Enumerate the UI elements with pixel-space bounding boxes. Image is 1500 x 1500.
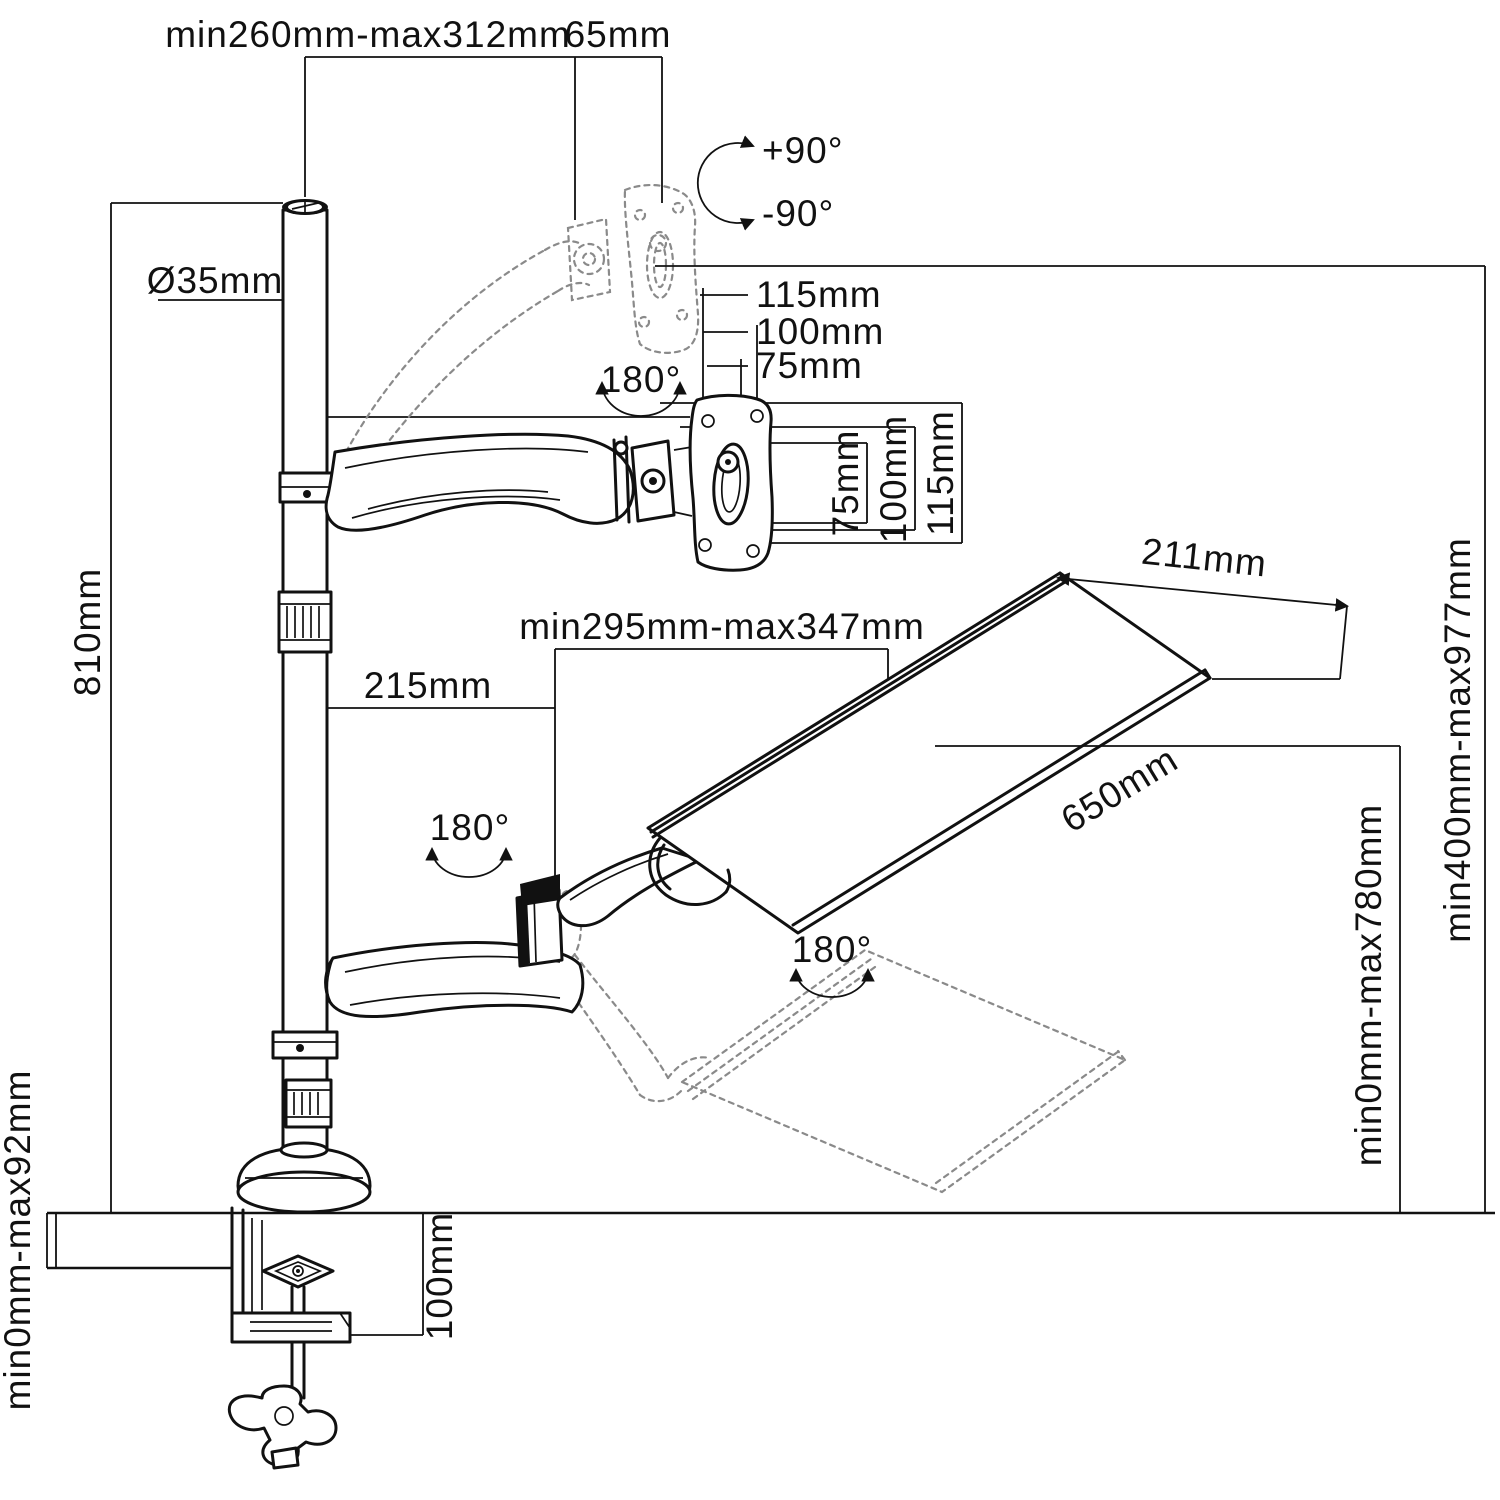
label-arm-length: 215mm <box>364 665 492 706</box>
label-vesa-h-100: 100mm <box>756 311 884 352</box>
label-desk-thickness: min0mm-max92mm <box>0 1070 38 1411</box>
vesa-plate <box>688 393 774 572</box>
lower-adjust-collar <box>284 1078 333 1129</box>
label-tray-height-range: min0mm-max780mm <box>1348 804 1389 1166</box>
lower-tray-arm <box>271 846 702 1060</box>
label-vesa-h-115: 115mm <box>756 274 882 315</box>
label-swivel-mid: 180° <box>430 807 511 848</box>
tray-holder-head <box>648 836 732 907</box>
label-swivel-upper: 180° <box>601 359 682 400</box>
label-vesa-v-115: 115mm <box>920 410 961 536</box>
label-monitor-height-range: min400mm-max977mm <box>1437 537 1478 943</box>
label-pole-height: 810mm <box>67 568 108 696</box>
dimension-annotations-back: min260mm-max312mm 65mm 810mm Ø35mm 115mm… <box>0 14 963 1411</box>
label-swivel-lower: 180° <box>792 929 873 970</box>
label-tilt-down: -90° <box>762 193 834 234</box>
height-adjust-collar <box>277 590 333 654</box>
label-tilt-up: +90° <box>762 130 844 171</box>
keyboard-tray <box>646 571 1212 935</box>
ghost-keyboard-tray <box>679 948 1128 1194</box>
label-pole-extension: min260mm-max312mm <box>165 14 571 55</box>
label-vesa-h-75: 75mm <box>756 345 863 386</box>
desk-surface <box>47 1211 1495 1270</box>
label-vesa-v-100: 100mm <box>873 415 914 543</box>
label-arm-reach: min295mm-max347mm <box>519 606 925 647</box>
label-tray-depth: 211mm <box>1140 531 1269 585</box>
swivel-upper: 180° <box>595 359 687 417</box>
swivel-lower: 180° <box>789 929 875 998</box>
label-vesa-v-75: 75mm <box>825 430 866 537</box>
label-pole-diameter: Ø35mm <box>147 260 284 301</box>
label-clamp-depth: 100mm <box>419 1212 460 1340</box>
label-vesa-offset: 65mm <box>565 14 672 55</box>
desk-clamp <box>227 1141 372 1470</box>
upper-monitor-arm <box>278 432 693 532</box>
swivel-mid: 180° <box>425 807 513 878</box>
pole <box>277 199 333 1150</box>
